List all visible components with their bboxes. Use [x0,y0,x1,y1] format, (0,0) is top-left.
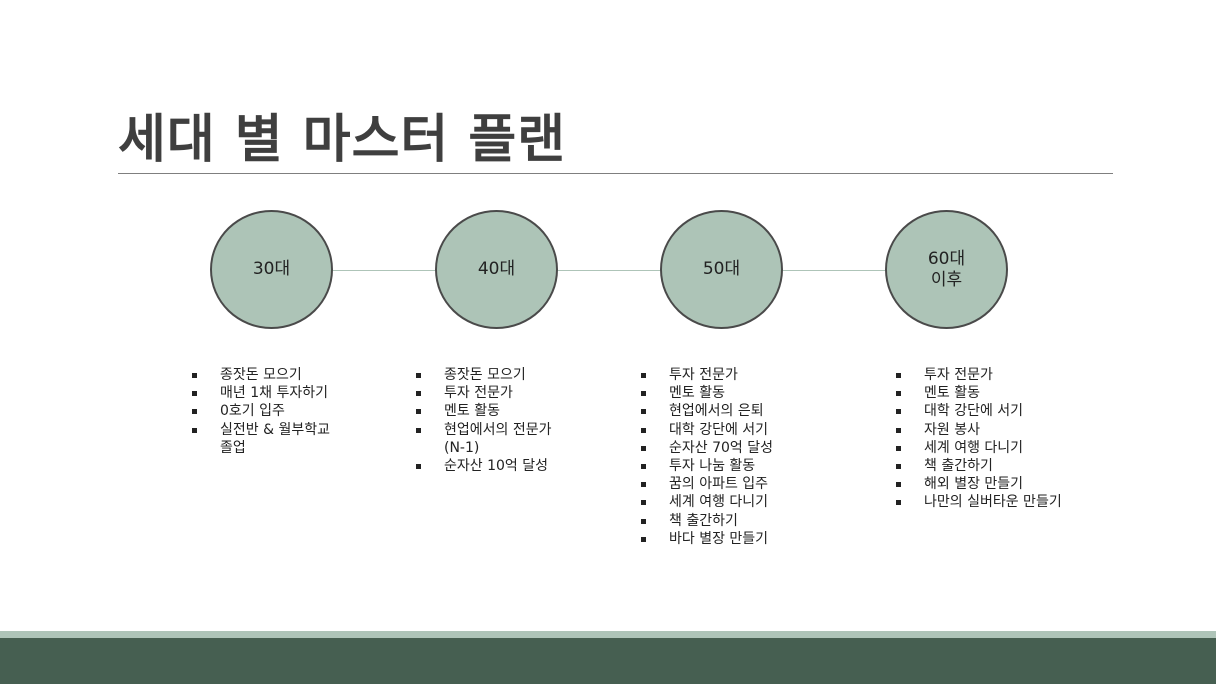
stage-label: 40대 [477,259,516,279]
square-bullet-icon [641,445,646,451]
square-bullet-icon [416,373,421,378]
goal-text: 멘토 활동 [444,403,500,420]
square-bullet-icon [896,482,901,488]
square-bullet-icon [192,391,197,397]
goal-text: 세계 여행 다니기 [669,494,769,511]
square-bullet-icon [896,373,901,378]
list-item: 바다 별장 만들기 [641,530,773,548]
list-item: 멘토 활동 [896,384,1062,402]
list-item: 종잣돈 모으기 [192,366,330,384]
square-bullet-icon [641,518,646,524]
square-bullet-icon [192,373,197,378]
list-item: 꿈의 아파트 입주 [641,475,773,493]
square-bullet-icon [641,391,646,397]
goal-text: 종잣돈 모으기 [220,367,302,383]
square-bullet-icon [896,464,901,470]
stage-circle-30s: 30대 [210,210,333,329]
stage-label: 50대 [702,259,741,279]
square-bullet-icon [896,445,901,451]
slide-title: 세대 별 마스터 플랜 [118,110,567,170]
goal-text: 바다 별장 만들기 [669,530,769,547]
goal-text: 0호기 입주 [220,403,285,420]
list-item: 투자 전문가 [896,366,1062,384]
list-item: 현업에서의 전문가 (N-1) [416,421,552,457]
list-item: 책 출간하기 [896,457,1062,475]
goal-text: 순자산 70억 달성 [669,439,773,456]
goal-text: 투자 나눔 활동 [669,458,756,475]
goal-text: 멘토 활동 [669,385,725,402]
goal-text: 책 출간하기 [924,458,993,475]
list-item: 순자산 70억 달성 [641,439,773,457]
square-bullet-icon [896,391,901,397]
list-item: 0호기 입주 [192,402,330,420]
footer-band [0,638,1216,684]
list-item: 매년 1채 투자하기 [192,384,330,402]
list-item: 투자 전문가 [416,384,552,402]
square-bullet-icon [896,500,901,506]
list-item: 세계 여행 다니기 [641,493,773,511]
goal-text: 매년 1채 투자하기 [220,385,328,402]
list-item: 대학 강단에 서기 [896,402,1062,420]
list-item: 멘토 활동 [416,402,552,420]
list-item: 순자산 10억 달성 [416,457,552,475]
stage-circle-60s-plus: 60대 이후 [885,210,1008,329]
goal-text: 나만의 실버타운 만들기 [924,494,1062,511]
stage-circle-40s: 40대 [435,210,558,329]
list-item: 자원 봉사 [896,421,1062,439]
goal-text: 현업에서의 은퇴 [669,403,764,420]
list-item: 대학 강단에 서기 [641,421,773,439]
timeline-connector [273,270,949,271]
footer-accent-stripe [0,631,1216,638]
goal-text: 세계 여행 다니기 [924,439,1024,456]
goal-text: 꿈의 아파트 입주 [669,476,769,493]
list-item: 실전반 & 월부학교 졸업 [192,421,330,457]
square-bullet-icon [416,409,421,415]
list-item: 멘토 활동 [641,384,773,402]
square-bullet-icon [641,536,646,542]
square-bullet-icon [192,427,197,433]
goal-text: 투자 전문가 [444,385,513,402]
square-bullet-icon [896,409,901,415]
goal-text: 자원 봉사 [924,421,980,438]
list-item: 투자 나눔 활동 [641,457,773,475]
stage-label: 60대 이후 [927,248,966,290]
goal-text: 대학 강단에 서기 [669,421,769,438]
square-bullet-icon [641,500,646,506]
square-bullet-icon [641,427,646,433]
stage-circle-50s: 50대 [660,210,783,329]
square-bullet-icon [641,409,646,415]
list-item: 책 출간하기 [641,512,773,530]
square-bullet-icon [896,427,901,433]
goal-text: 현업에서의 전문가 (N-1) [444,421,552,456]
goal-text: 멘토 활동 [924,385,980,402]
square-bullet-icon [416,391,421,397]
square-bullet-icon [641,373,646,378]
square-bullet-icon [416,427,421,433]
list-item: 세계 여행 다니기 [896,439,1062,457]
list-item: 해외 별장 만들기 [896,475,1062,493]
goal-text: 해외 별장 만들기 [924,476,1024,493]
goal-text: 책 출간하기 [669,512,738,529]
goal-text: 순자산 10억 달성 [444,458,548,475]
list-item: 나만의 실버타운 만들기 [896,493,1062,511]
square-bullet-icon [192,409,197,415]
square-bullet-icon [641,464,646,470]
goal-text: 투자 전문가 [924,367,993,383]
square-bullet-icon [641,482,646,488]
list-item: 현업에서의 은퇴 [641,402,773,420]
list-item: 종잣돈 모으기 [416,366,552,384]
stage-label: 30대 [252,259,291,279]
goal-text: 투자 전문가 [669,367,738,383]
goal-text: 종잣돈 모으기 [444,367,526,383]
title-divider [118,173,1113,174]
goal-text: 대학 강단에 서기 [924,403,1024,420]
square-bullet-icon [416,464,421,470]
goal-text: 실전반 & 월부학교 졸업 [220,421,330,456]
list-item: 투자 전문가 [641,366,773,384]
